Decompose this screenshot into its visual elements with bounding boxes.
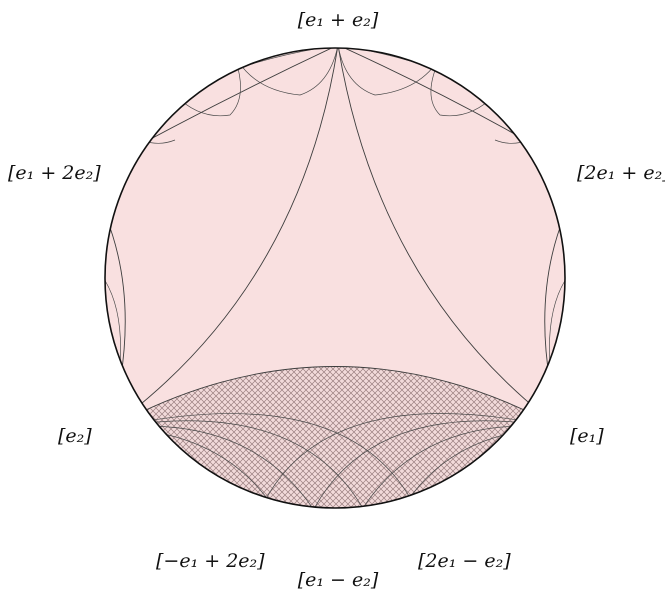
arc-bottom-right-7	[529, 427, 561, 506]
arc-left-scallop-6	[105, 339, 114, 429]
arc-right-scallop-3	[575, 175, 585, 258]
arc-bottom-small-2	[296, 552, 338, 561]
label-right: [e₁]	[570, 425, 604, 447]
label-upper-left: [e₁ + 2e₂]	[8, 162, 101, 184]
arc-bottom-left-4	[109, 420, 383, 508]
arc-bottom-left-6	[109, 427, 171, 508]
label-left: [e₂]	[58, 425, 92, 447]
arc-left-scallop-8	[174, 49, 241, 117]
arc-bottom-right-6	[499, 427, 561, 508]
arc-left-scallop-7	[231, 48, 339, 96]
bottom-white-region	[248, 544, 430, 568]
arc-right-scallop-5	[572, 258, 585, 340]
label-upper-right: [2e₁ + e₂]	[577, 162, 665, 184]
arc-right-scallop-7	[337, 48, 445, 96]
arc-top-right-main	[337, 48, 561, 429]
arc-bottom-right-4	[295, 420, 561, 508]
arc-top-left-main	[109, 48, 339, 429]
arc-bottom-small-3	[338, 552, 382, 561]
label-bottom-left: [−e₁ + 2e₂]	[156, 550, 265, 572]
arc-bottom-main	[109, 366, 561, 429]
label-top: [e₁ + e₂]	[298, 9, 379, 31]
arc-left-scallop-3	[85, 175, 95, 258]
hatched-region	[110, 366, 560, 508]
arc-right-scallop-8	[430, 49, 496, 117]
disk-boundary	[104, 47, 566, 509]
label-bottom-right: [2e₁ − e₂]	[418, 550, 511, 572]
label-bottom: [e₁ − e₂]	[298, 569, 379, 591]
arc-left-scallop-5	[85, 258, 98, 340]
arc-right-scallop-6	[556, 339, 565, 429]
arc-bottom-left-7	[109, 427, 141, 506]
